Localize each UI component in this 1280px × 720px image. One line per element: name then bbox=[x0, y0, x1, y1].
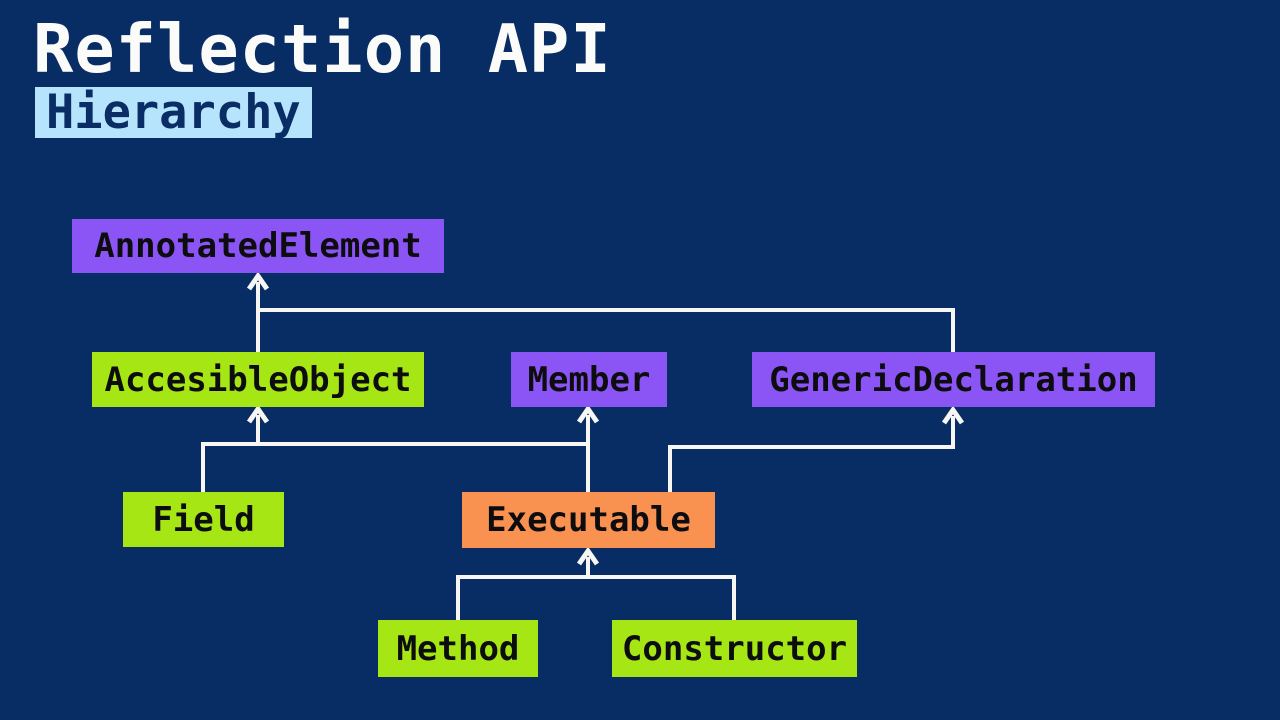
node-executable: Executable bbox=[462, 492, 715, 548]
node-annotated-element: AnnotatedElement bbox=[72, 219, 444, 273]
connector-edge bbox=[258, 308, 955, 352]
node-method: Method bbox=[378, 620, 538, 677]
connector-edge bbox=[201, 442, 588, 492]
node-accesible-object: AccesibleObject bbox=[92, 352, 424, 407]
page-title: Reflection API bbox=[33, 10, 612, 88]
arrowhead-up-icon bbox=[246, 404, 270, 424]
node-field: Field bbox=[123, 492, 284, 547]
node-constructor: Constructor bbox=[612, 620, 857, 677]
arrowhead-up-icon bbox=[576, 546, 600, 566]
node-member: Member bbox=[511, 352, 667, 407]
arrowhead-up-icon bbox=[246, 271, 270, 291]
connector-edge bbox=[668, 416, 955, 492]
subtitle-highlight: Hierarchy bbox=[35, 87, 312, 138]
node-generic-declaration: GenericDeclaration bbox=[752, 352, 1155, 407]
arrowhead-up-icon bbox=[941, 405, 965, 425]
connector-edge bbox=[456, 575, 736, 620]
arrowhead-up-icon bbox=[576, 404, 600, 424]
